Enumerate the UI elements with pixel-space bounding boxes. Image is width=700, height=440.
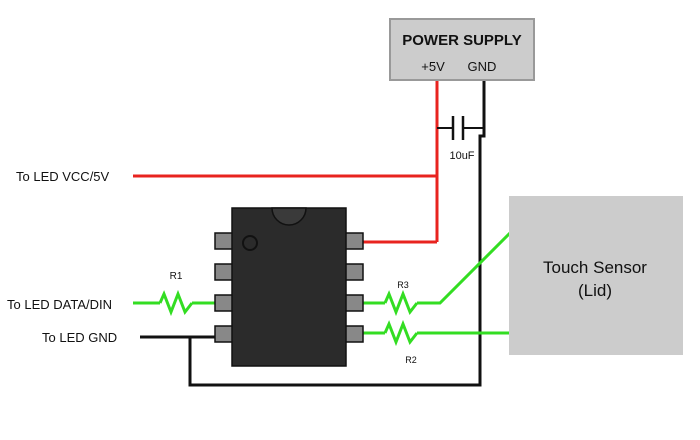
chip-pin-8 [344,232,364,250]
touch-sensor-box [509,196,683,355]
touch-sensor: Touch Sensor (Lid) [509,196,683,355]
resistor-r1-zigzag [158,289,194,317]
power-supply-pos-label: +5V [421,59,445,74]
resistor-r3-label: R3 [397,280,409,290]
ground-wires [140,80,486,387]
chip-pin-5 [344,325,364,343]
chip-pin-3 [214,294,234,312]
led-gnd-label: To LED GND [42,330,117,345]
sensor-wire-r3 [417,229,514,305]
power-supply-box [389,18,535,81]
chip-pin-4 [214,325,234,343]
capacitor: 10uF [437,116,484,162]
resistor-r1-label: R1 [170,271,183,282]
resistor-r2-zigzag [383,319,419,347]
chip-pin-7 [344,263,364,281]
led-data-label: To LED DATA/DIN [7,297,112,312]
power-supply-gnd-label: GND [468,59,497,74]
power-supply: POWER SUPPLY +5V GND [389,18,535,81]
chip-pin-6 [344,294,364,312]
power-wires [133,80,439,244]
power-supply-title: POWER SUPPLY [402,32,521,49]
chip-notch [271,207,307,226]
led-vcc-label: To LED VCC/5V [16,169,110,184]
chip [214,207,364,367]
touch-sensor-label-line1: Touch Sensor [543,258,647,277]
touch-sensor-label-line2: (Lid) [578,281,612,300]
resistor-r2-label: R2 [405,355,417,365]
chip-pin-2 [214,263,234,281]
signal-wires [133,229,514,347]
chip-pin1-dot [242,235,258,251]
resistor-r3-zigzag [383,289,419,317]
chip-pin-1 [214,232,234,250]
chip-body [231,207,347,367]
capacitor-label: 10uF [449,150,474,162]
